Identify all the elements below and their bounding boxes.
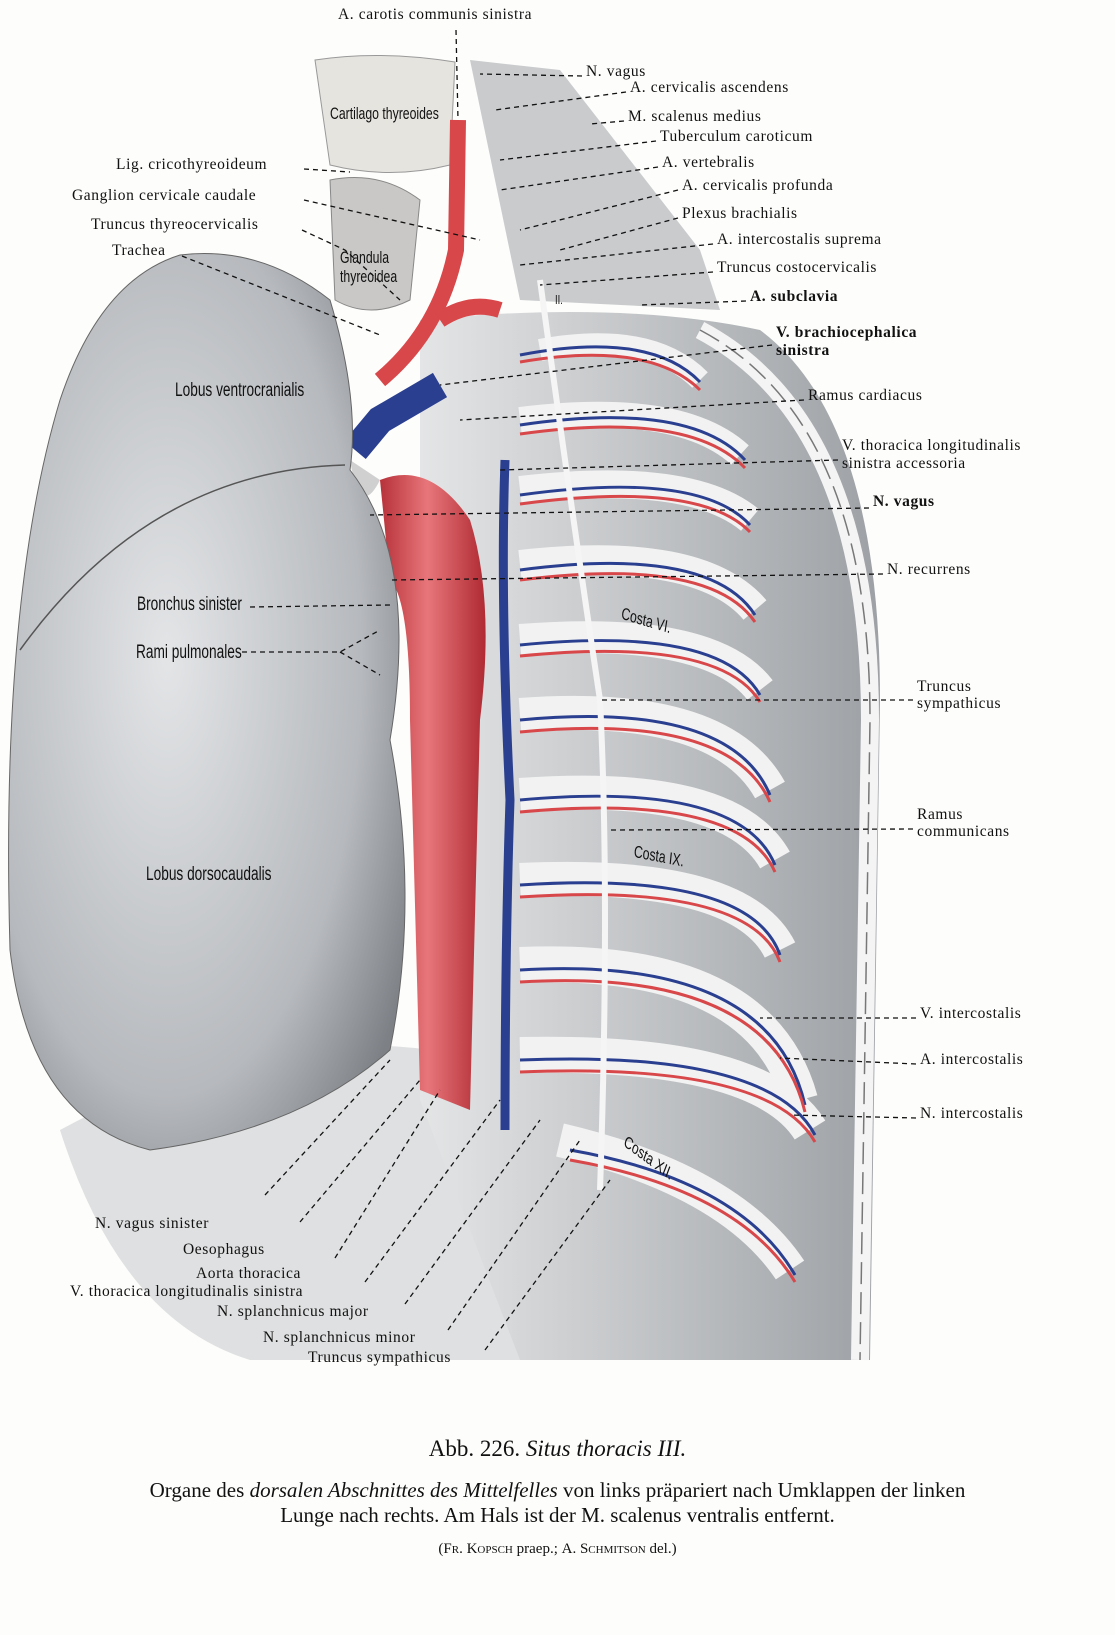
label-v-thoracica-accessoria-1: V. thoracica longitudinalis (842, 437, 1022, 454)
label-lobus-ventrocranialis: Lobus ventrocranialis (175, 380, 305, 401)
label-lig-cricothyreoideum: Lig. cricothyreoideum (116, 156, 268, 173)
label-a-cervicalis-profunda: A. cervicalis profunda (682, 177, 834, 194)
label-n-recurrens: N. recurrens (887, 561, 971, 578)
label-n-vagus-sinister: N. vagus sinister (95, 1215, 209, 1232)
label-rami-pulmonales: Rami pulmonales (136, 642, 242, 663)
truncus-sympathicus (537, 279, 608, 1191)
thoracic-wall (420, 312, 880, 1360)
label-trachea: Trachea (112, 242, 166, 259)
label-ramus-communicans-2: communicans (917, 823, 1010, 840)
credit-paren: ( (438, 1541, 444, 1557)
v-thoracica-longitudinalis (498, 459, 515, 1131)
label-glandula-1: Glandula (340, 248, 390, 267)
figure-credit: (Fr. Kopsch praep.; A. Schmitson del.) (0, 1541, 1115, 1558)
label-glandula-2: thyreoidea (340, 267, 398, 286)
figure-number: Abb. 226. (428, 1436, 521, 1461)
label-tuberculum-caroticum: Tuberculum caroticum (660, 128, 814, 145)
label-n-intercostalis: N. intercostalis (920, 1105, 1024, 1122)
credit-text: del.) (645, 1541, 677, 1557)
neck-muscles (470, 60, 720, 310)
label-ramus-cardiacus: Ramus cardiacus (808, 387, 923, 404)
label-plexus-brachialis: Plexus brachialis (682, 205, 798, 222)
figure-description: Organe des dorsalen Abschnittes des Mitt… (0, 1478, 1115, 1528)
label-v-brachiocephalica-sinistra: sinistra (776, 342, 830, 359)
label-v-intercostalis: V. intercostalis (920, 1005, 1022, 1022)
v-brachiocephalica (344, 372, 448, 459)
label-v-thoracica-accessoria-2: sinistra accessoria (842, 455, 966, 472)
label-a-cervicalis-ascendens: A. cervicalis ascendens (630, 79, 789, 96)
label-a-vertebralis: A. vertebralis (662, 154, 755, 171)
label-m-scalenus-medius: M. scalenus medius (628, 108, 762, 125)
caption-text: Lunge nach rechts. Am Hals ist der M. sc… (280, 1503, 835, 1527)
label-n-splanchnicus-minor: N. splanchnicus minor (263, 1329, 416, 1346)
glandula-thyreoidea (329, 177, 421, 311)
figure-title: Abb. 226. Situs thoracis III. (0, 1436, 1115, 1462)
caption-italic: dorsalen Abschnittes des Mittelfelles (249, 1478, 558, 1502)
caption-text: von links präpariert nach Umklappen der … (562, 1478, 966, 1502)
label-truncus-sympathicus-right-2: sympathicus (917, 695, 1002, 712)
label-ganglion-cervicale-caudale: Ganglion cervicale caudale (72, 187, 257, 204)
label-truncus-sympathicus-right-1: Truncus (917, 678, 972, 695)
label-aorta-thoracica: Aorta thoracica (196, 1265, 301, 1282)
label-n-splanchnicus-major: N. splanchnicus major (217, 1303, 369, 1320)
label-v-thoracica-longitudinalis-sinistra: V. thoracica longitudinalis sinistra (70, 1283, 304, 1300)
label-truncus-costocervicalis: Truncus costocervicalis (717, 259, 878, 276)
lung-fissure (19, 464, 346, 651)
label-a-carotis-communis-sinistra: A. carotis communis sinistra (338, 6, 533, 23)
label-a-intercostalis-suprema: A. intercostalis suprema (717, 231, 882, 248)
aorta-thoracica (380, 475, 486, 1110)
leader-lines (181, 29, 917, 1351)
label-v-brachiocephalica: V. brachiocephalica (776, 324, 918, 341)
label-ramus-communicans-1: Ramus (917, 806, 964, 823)
label-lobus-dorsocaudalis: Lobus dorsocaudalis (146, 864, 272, 885)
label-a-subclavia: A. subclavia (750, 288, 839, 305)
label-oesophagus: Oesophagus (183, 1241, 265, 1258)
figure-title-text: Situs thoracis III. (525, 1436, 687, 1461)
credit-text: praep.; (512, 1541, 562, 1557)
caption-text: Organe des (149, 1478, 245, 1502)
lung-sinister (8, 252, 406, 1151)
a-carotis (374, 119, 466, 387)
credit-artist: A. Schmitson (561, 1541, 646, 1557)
label-n-vagus-top: N. vagus (586, 63, 646, 80)
label-a-intercostalis: A. intercostalis (920, 1051, 1024, 1068)
label-cartilago-thyreoides: Cartilago thyreoides (330, 104, 439, 123)
credit-preparator: Fr. Kopsch (443, 1541, 513, 1557)
a-subclavia (435, 298, 503, 327)
label-truncus-thyreocervicalis: Truncus thyreocervicalis (91, 216, 259, 233)
label-n-vagus: N. vagus (873, 493, 935, 510)
label-bronchus-sinister: Bronchus sinister (137, 594, 242, 615)
label-costa-ii: II. (555, 292, 563, 307)
thorax-illustration (8, 29, 917, 1361)
label-truncus-sympathicus-bottom: Truncus sympathicus (308, 1349, 452, 1366)
